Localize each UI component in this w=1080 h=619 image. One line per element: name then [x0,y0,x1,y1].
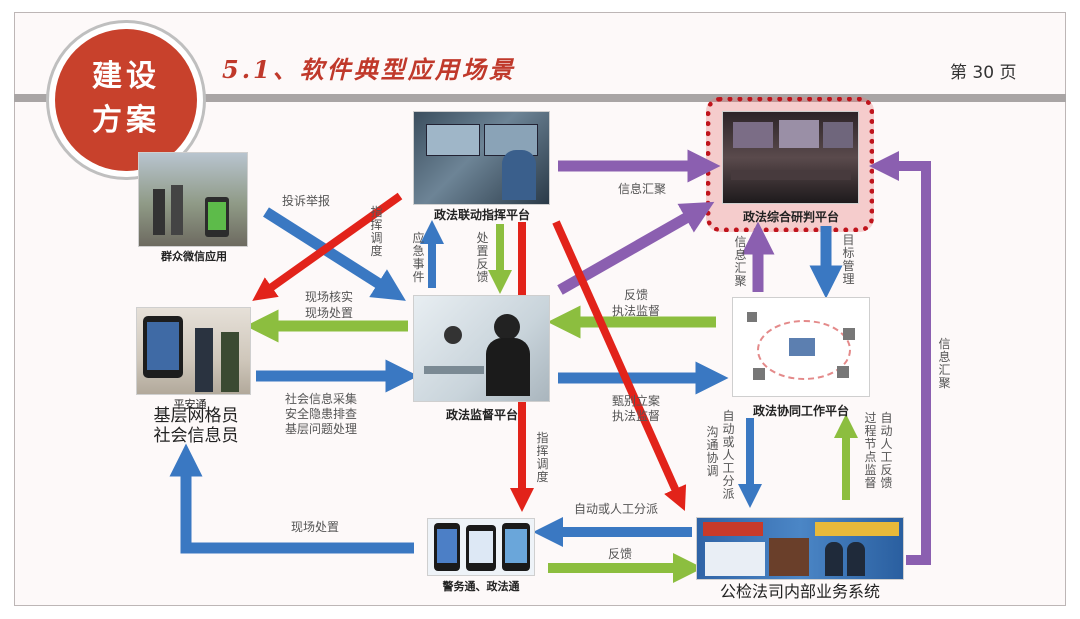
edge-onsite-verify: 现场核实 [304,290,353,304]
edge-onsite-handle-bottom: 现场处置 [290,520,339,534]
research-platform-label: 政法综合研判平台 [742,210,839,224]
arrow-mobile-to-grid [169,443,414,554]
edge-info-summary-mid: 信息汇聚 [734,235,747,288]
grid-member-image [136,307,251,395]
edge-social-info-2: 安全隐患排查 [284,407,357,421]
edge-law-supervision: 执法监督 [611,304,660,318]
wechat-image [138,152,248,247]
grid-member-label-1: 基层网格员 [153,406,239,426]
wechat-label: 群众微信应用 [161,250,227,263]
supervision-platform-label: 政法监督平台 [445,408,518,422]
edge-emergency-event: 应急事件 [412,231,425,284]
edge-complaint: 投诉举报 [281,194,330,208]
mobile-app-label: 警务通、政法通 [442,580,520,593]
cooperation-platform-label: 政法协同工作平台 [752,404,849,418]
header-divider [14,94,1066,102]
arrow-command-to-wechat [252,192,403,301]
edge-auto-dispatch-h: 自动或人工分派 [573,502,658,516]
research-platform-image [722,111,859,204]
cooperation-platform-image [732,297,870,397]
edge-process-monitor: 过程节点监督 [864,411,877,490]
badge-line-2: 方案 [92,103,160,138]
page-number: 第 30 页 [950,63,1017,83]
edge-onsite-handle: 现场处置 [304,306,353,320]
edge-law-supervision-2: 执法监督 [611,409,660,423]
internal-system-image [696,517,904,580]
arrow-wechat-to-supervision [263,207,406,301]
command-platform-image [413,111,550,205]
edge-target-mgmt: 目标管理 [842,233,855,286]
edge-info-summary-top: 信息汇聚 [617,182,666,196]
edge-screen-case: 甄别立案 [611,394,660,408]
page-title: 5.1、软件典型应用场景 [222,55,516,84]
edge-handle-feedback: 处置反馈 [476,231,489,284]
edge-command-dispatch-left: 指挥调度 [370,205,383,258]
command-platform-label: 政法联动指挥平台 [433,208,530,222]
supervision-platform-image [413,295,550,402]
edge-feedback-bottom: 反馈 [607,547,632,561]
edge-auto-feedback: 自动人工反馈 [880,411,893,490]
edge-info-summary-right: 信息汇聚 [938,337,951,390]
section-badge: 建设 方案 [55,29,197,171]
edge-command-dispatch-mid: 指挥调度 [536,431,549,484]
grid-member-label-2: 社会信息员 [153,426,239,446]
arrow-command-to-internal [552,220,687,511]
edge-social-info-3: 基层问题处理 [284,422,357,436]
mobile-app-image [427,518,535,576]
arrow-internal-to-research [869,151,931,565]
edge-auto-dispatch-v: 自动或人工分派 [722,409,735,501]
grid-app-label: 平安通 [173,398,207,411]
edge-communicate: 沟通协调 [706,425,719,478]
edge-social-info-1: 社会信息采集 [284,392,357,406]
edge-feedback: 反馈 [623,288,648,302]
internal-system-label: 公检法司内部业务系统 [719,582,880,601]
badge-line-1: 建设 [92,59,160,94]
